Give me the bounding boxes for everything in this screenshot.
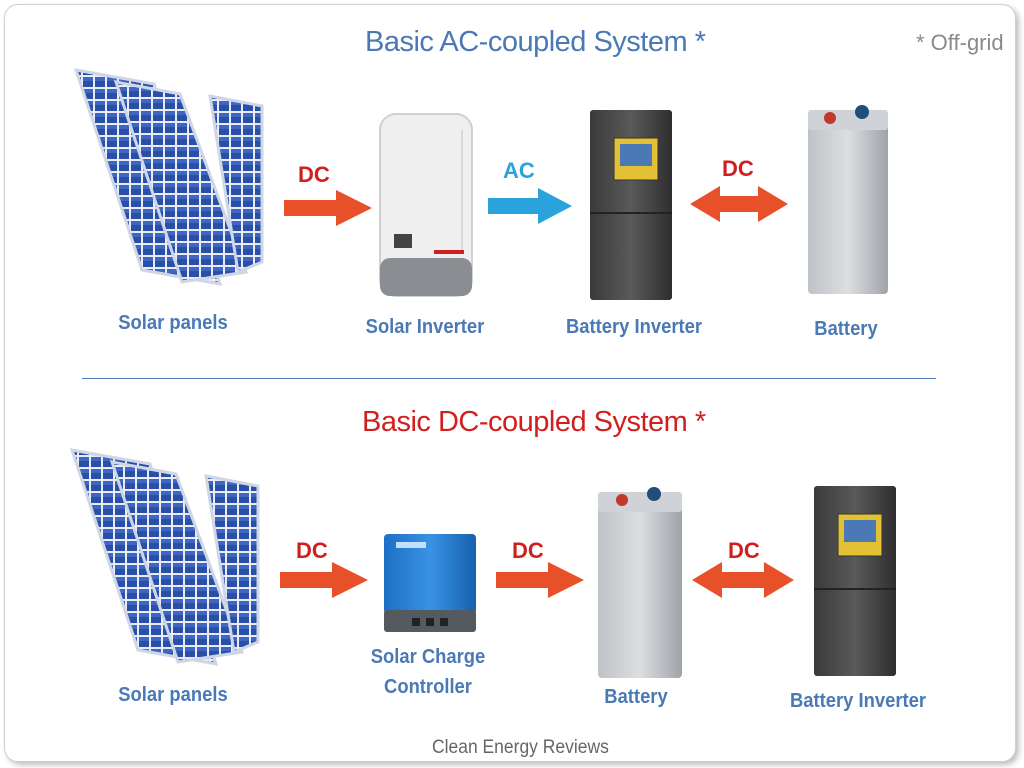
label-charge-controller-1: Solar Charge (370, 646, 486, 668)
label-battery-inverter-dc: Battery Inverter (789, 690, 927, 712)
arrow-right-icon (496, 562, 584, 598)
arrow-right-icon (284, 190, 372, 226)
label-battery-inverter-ac: Battery Inverter (565, 316, 703, 338)
ac-system-title: Basic AC-coupled System * (365, 26, 706, 58)
label-solar-panels-ac: Solar panels (118, 312, 228, 334)
battery-inverter-icon (814, 486, 896, 676)
arrow-label-dc-ac-2: DC (722, 156, 754, 181)
charge-controller-icon (384, 534, 476, 632)
arrow-label-dc-ac-1: DC (298, 162, 330, 187)
label-charge-controller-2: Controller (384, 676, 472, 698)
arrow-label-dc-dc-1: DC (296, 538, 328, 563)
solar-panel-array-icon (73, 68, 264, 286)
arrow-right-icon (280, 562, 368, 598)
label-solar-panels-dc: Solar panels (118, 684, 228, 706)
credit-text: Clean Energy Reviews (432, 737, 609, 758)
label-solar-inverter: Solar Inverter (365, 316, 485, 338)
off-grid-note: * Off-grid (916, 30, 1004, 55)
solar-inverter-icon (379, 113, 473, 297)
battery-icon (808, 105, 888, 294)
arrow-label-ac: AC (503, 158, 535, 183)
battery-icon (598, 487, 682, 678)
arrow-label-dc-dc-3: DC (728, 538, 760, 563)
arrow-right-ac-icon (488, 188, 572, 224)
label-battery-ac: Battery (814, 318, 878, 340)
arrow-label-dc-dc-2: DC (512, 538, 544, 563)
dc-system-title: Basic DC-coupled System * (362, 406, 706, 438)
section-divider (82, 378, 936, 379)
battery-inverter-icon (590, 110, 672, 300)
solar-panel-array-icon (69, 448, 260, 666)
double-arrow-icon (692, 562, 794, 598)
label-battery-dc: Battery (604, 686, 668, 708)
double-arrow-icon (690, 186, 788, 222)
